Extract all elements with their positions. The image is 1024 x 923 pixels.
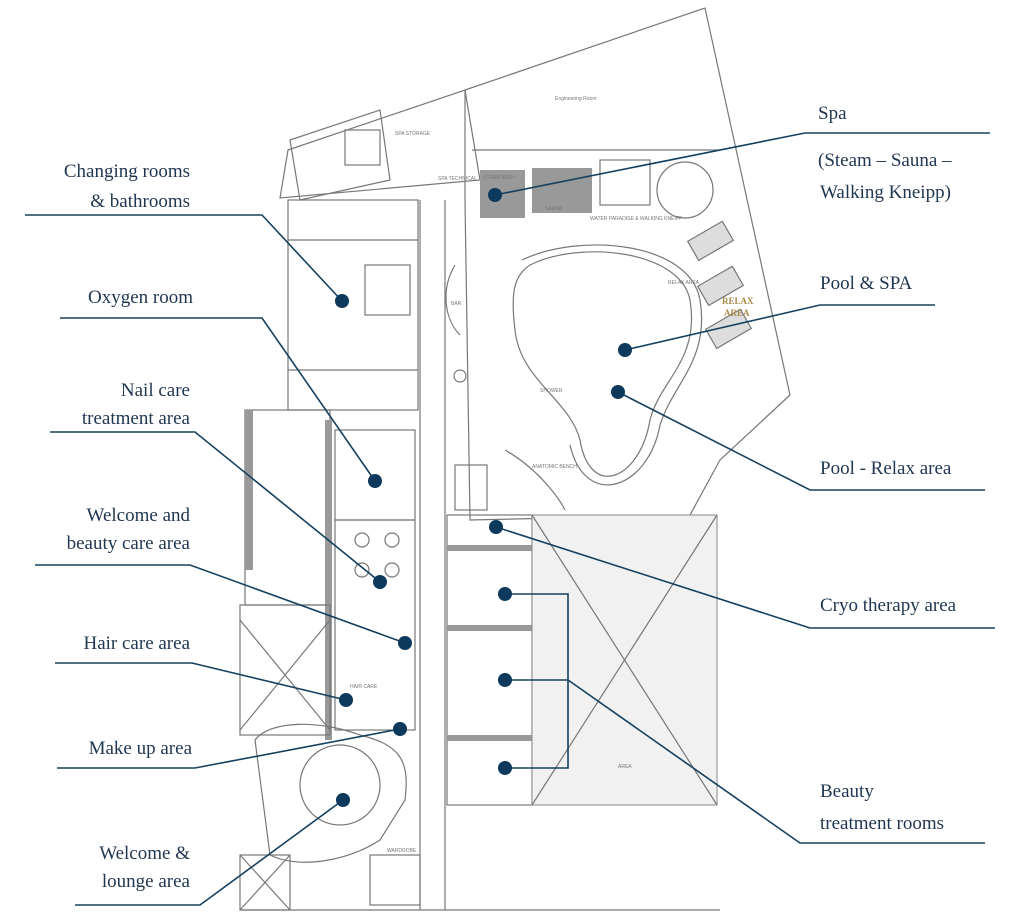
shower-label: SHOWER bbox=[540, 388, 563, 394]
spa-storage-label: SPA STORAGE bbox=[395, 131, 431, 137]
spa-storage-tub bbox=[289, 109, 391, 201]
relax-gold-label: AREA bbox=[724, 308, 750, 318]
relax-area-small-label: RELAX AREA bbox=[668, 280, 700, 286]
engineering-room-label: Engineering Room bbox=[555, 96, 596, 102]
label-hair-care: Hair care area bbox=[83, 633, 190, 654]
label-pool-relax: Pool - Relax area bbox=[820, 458, 952, 479]
area-markers bbox=[335, 188, 632, 807]
label-lounge: Welcome & bbox=[99, 843, 190, 864]
water-paradise-label: WATER PARADISE & WALKING KNEIPP bbox=[590, 216, 683, 222]
label-nail-care: Nail care bbox=[121, 380, 190, 401]
marker-beauty-room-2[interactable] bbox=[498, 673, 512, 687]
marker-pool-relax[interactable] bbox=[611, 385, 625, 399]
hair-care-plan-label: HAIR CARE bbox=[350, 684, 378, 690]
label-spa: Spa bbox=[818, 103, 847, 124]
label-spa-detail: (Steam – Sauna – bbox=[818, 150, 952, 171]
label-changing-rooms: & bathrooms bbox=[90, 191, 190, 212]
area-label: AREA bbox=[618, 764, 632, 770]
label-welcome-beauty: beauty care area bbox=[67, 533, 191, 554]
label-beauty-rooms: Beauty bbox=[820, 781, 874, 802]
plan-labels: Engineering Room SPA STORAGE SPA TECHNIC… bbox=[350, 96, 754, 854]
wardrobe-label: WARDROBE bbox=[387, 848, 417, 854]
label-oxygen-room: Oxygen room bbox=[88, 287, 193, 308]
marker-hair-care[interactable] bbox=[339, 693, 353, 707]
label-nail-care: treatment area bbox=[82, 408, 191, 429]
label-cryo: Cryo therapy area bbox=[820, 595, 957, 616]
label-beauty-rooms: treatment rooms bbox=[820, 813, 944, 834]
anatomic-bench-label: ANATOMIC BENCH bbox=[532, 464, 577, 470]
steam-label: STEAM BATH bbox=[483, 175, 515, 181]
marker-changing-rooms[interactable] bbox=[335, 294, 349, 308]
marker-cryo[interactable] bbox=[489, 520, 503, 534]
leader-lines bbox=[25, 132, 995, 906]
marker-beauty-room-3[interactable] bbox=[498, 761, 512, 775]
spa-technical-label: SPA TECHNICAL bbox=[438, 176, 477, 182]
marker-pool-spa[interactable] bbox=[618, 343, 632, 357]
sauna-label: SAUNA bbox=[545, 206, 563, 212]
left-labels: Changing rooms & bathrooms Oxygen room N… bbox=[64, 161, 193, 892]
label-lounge: lounge area bbox=[102, 871, 191, 892]
bar-label: BAR bbox=[451, 301, 462, 307]
right-labels: Spa (Steam – Sauna – Walking Kneipp) Poo… bbox=[818, 103, 957, 834]
floor-plan bbox=[239, 7, 791, 911]
label-welcome-beauty: Welcome and bbox=[87, 505, 191, 526]
marker-make-up[interactable] bbox=[393, 722, 407, 736]
marker-oxygen-room[interactable] bbox=[368, 474, 382, 488]
label-pool-spa: Pool & SPA bbox=[820, 273, 913, 294]
marker-spa[interactable] bbox=[488, 188, 502, 202]
label-changing-rooms: Changing rooms bbox=[64, 161, 190, 182]
label-spa-detail: Walking Kneipp) bbox=[820, 182, 951, 203]
marker-lounge[interactable] bbox=[336, 793, 350, 807]
relax-gold-label: RELAX bbox=[722, 296, 754, 306]
marker-welcome-beauty[interactable] bbox=[398, 636, 412, 650]
label-make-up: Make up area bbox=[89, 738, 193, 759]
marker-nail-care[interactable] bbox=[373, 575, 387, 589]
marker-beauty-room-1[interactable] bbox=[498, 587, 512, 601]
